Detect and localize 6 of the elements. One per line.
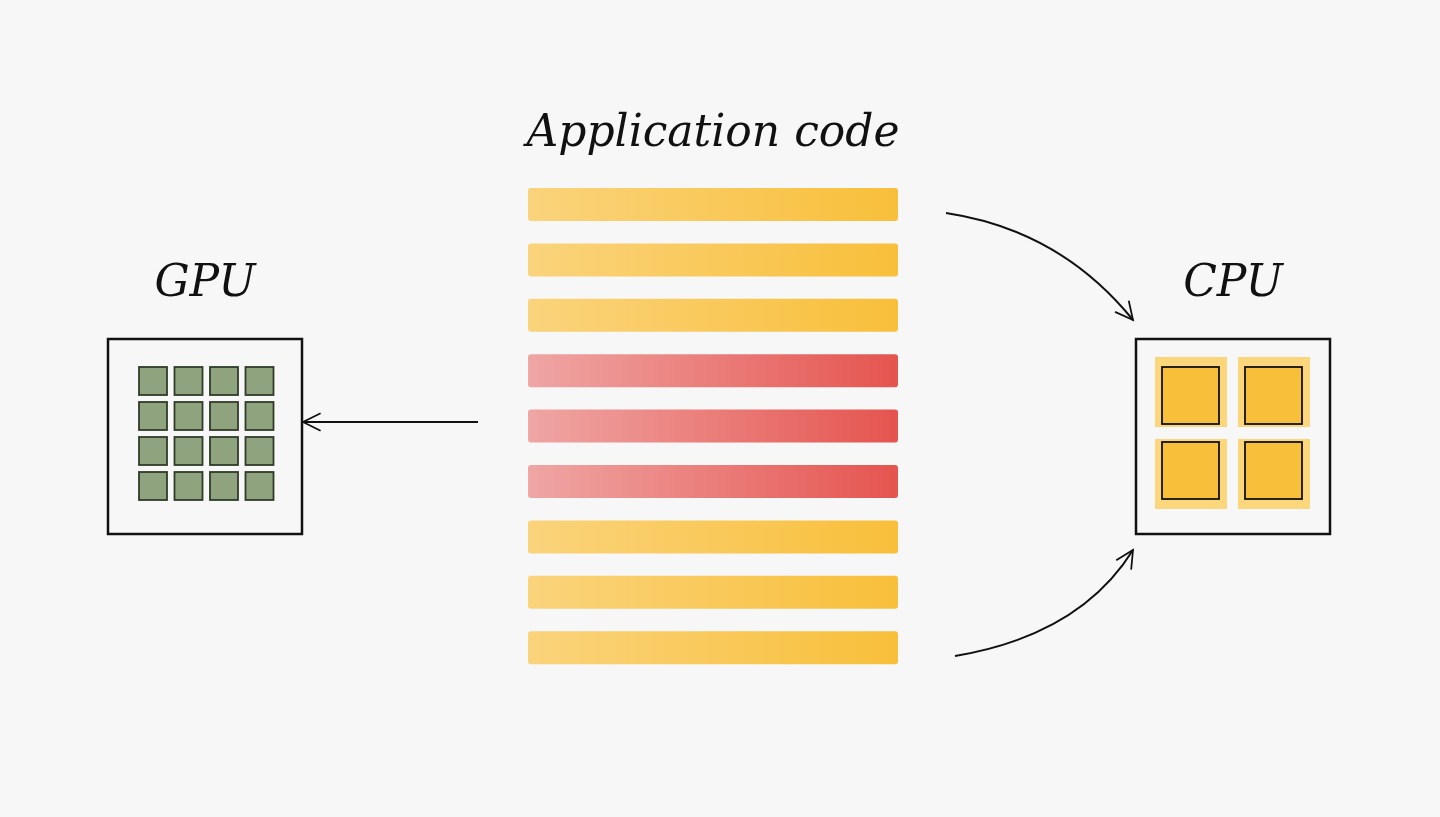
processor-heading: CPU (1182, 255, 1285, 306)
arrow (945, 212, 1134, 321)
arrow (302, 412, 479, 432)
arrow (954, 549, 1134, 657)
code-heading: Application code (478, 105, 948, 156)
processor-heading: GPU (153, 255, 258, 306)
